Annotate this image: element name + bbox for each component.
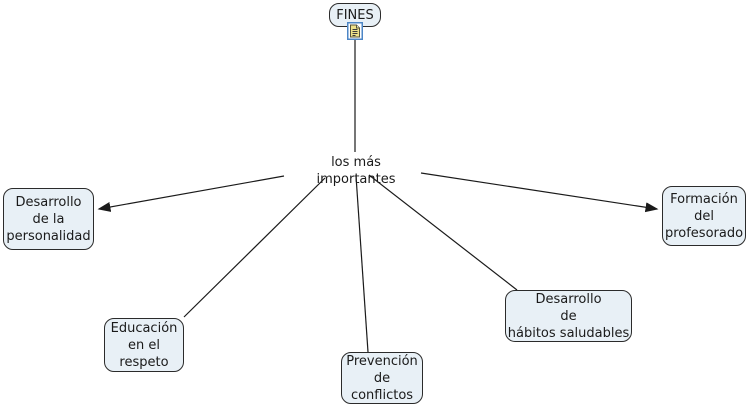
- document-resource-icon[interactable]: [347, 22, 363, 40]
- node-label: Formación del profesorado: [664, 191, 744, 241]
- edge-central-formacion: [420, 172, 659, 213]
- linking-phrase-central[interactable]: los más importantes: [290, 154, 422, 188]
- concept-node-formacion-profesorado[interactable]: Formación del profesorado: [662, 186, 746, 246]
- concept-node-prevencion-conflictos[interactable]: Prevención de conflictos: [341, 352, 423, 404]
- edge-central-prevencion: [355, 175, 369, 353]
- document-icon: [347, 22, 363, 40]
- node-label: Desarrollo de la personalidad: [6, 194, 91, 244]
- concept-node-habitos-saludables[interactable]: Desarrollo de hábitos saludables: [505, 290, 632, 342]
- node-label: Desarrollo de hábitos saludables: [507, 291, 630, 341]
- linking-phrase-label: los más importantes: [316, 155, 396, 187]
- edge-central-habitos: [368, 174, 518, 291]
- node-label: FINES: [336, 7, 374, 23]
- edge-central-educacion: [183, 177, 326, 318]
- node-label: Prevención de conflictos: [346, 353, 418, 403]
- concept-node-educacion-respeto[interactable]: Educación en el respeto: [104, 318, 184, 372]
- concept-node-desarrollo-personalidad[interactable]: Desarrollo de la personalidad: [3, 188, 94, 250]
- edge-central-personalidad: [97, 175, 285, 212]
- node-label: Educación en el respeto: [110, 320, 178, 370]
